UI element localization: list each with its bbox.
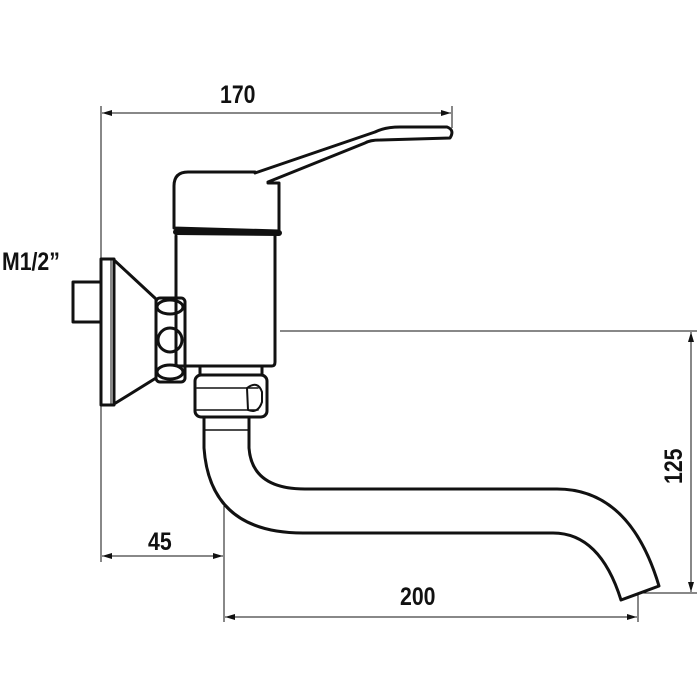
lever-handle (253, 125, 454, 184)
flange-cone (112, 258, 158, 406)
dimension-label-200: 200 (400, 583, 436, 611)
threaded-nipple (71, 280, 103, 324)
dimension-label-125: 125 (660, 448, 688, 484)
dimension-label-170: 170 (220, 81, 256, 109)
spout (202, 416, 661, 602)
spout-nut (193, 373, 269, 419)
connection-thread-label: M1/2” (2, 248, 60, 276)
wall-flange (99, 257, 116, 407)
dimension-label-45: 45 (148, 528, 172, 556)
eccentric-connector (154, 296, 187, 384)
mixer-body (174, 234, 277, 368)
cartridge-cap (172, 170, 281, 233)
